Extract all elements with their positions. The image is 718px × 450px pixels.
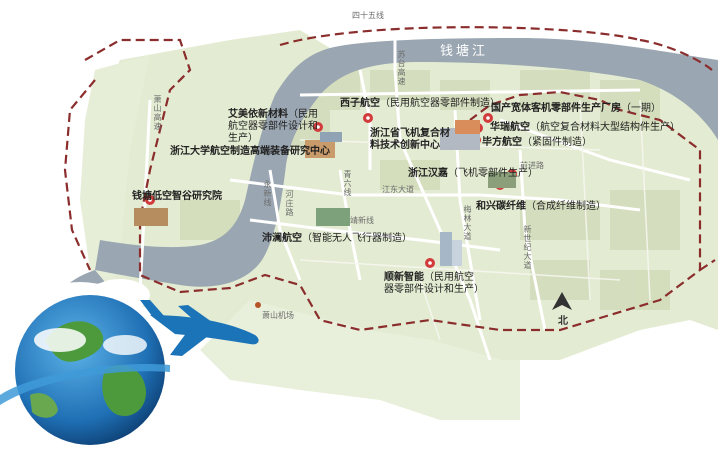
site-name: 浙江汉嘉	[408, 168, 448, 179]
site-label-peilan: 沛澜航空（智能无人飞行器制造）	[262, 233, 412, 245]
site-name: 和兴碳纤维	[476, 201, 526, 212]
site-label-hanjia: 浙江汉嘉（飞机零部件生产）	[408, 168, 538, 180]
road-label: 四十五线	[352, 11, 384, 20]
building-illustrations	[134, 120, 516, 266]
road-label: 新世纪大道	[523, 225, 532, 270]
site-label-zjsheng: 浙江省飞机复合材料技术创新中心	[370, 128, 454, 152]
site-desc: （紧固件制造）	[522, 137, 592, 148]
road-label: 永新线	[263, 180, 272, 207]
road-label: 江东大道	[382, 185, 414, 194]
road-label: 苏台高速	[397, 50, 406, 86]
site-label-shunxin: 顺新智能（民用航空器零部件设计和生产）	[384, 272, 484, 296]
site-desc: （智能无人飞行器制造）	[302, 233, 412, 244]
site-name: 沛澜航空	[262, 233, 302, 244]
site-desc: （民用航空器零部件设计和生产）	[228, 109, 318, 144]
site-name: 华瑞航空	[490, 122, 530, 133]
road-label: 靖新线	[350, 216, 374, 225]
qiantang-river	[95, 38, 718, 287]
site-name: 顺新智能	[384, 272, 424, 283]
site-name: 浙江大学航空制造高端装备研究中心	[170, 146, 330, 157]
north-arrow	[552, 292, 572, 310]
river-label: 钱塘江	[440, 44, 489, 59]
site-label-xizi: 西子航空（民用航空器零部件制造）	[340, 98, 500, 110]
site-name: 西子航空	[340, 98, 380, 109]
site-label-bifang: 毕方航空（紧固件制造）	[482, 137, 592, 149]
land-west	[80, 55, 150, 290]
site-desc: （民用航空器零部件制造）	[380, 98, 500, 109]
site-desc: （合成纤维制造）	[526, 201, 606, 212]
site-name: 浙江省飞机复合材料技术创新中心	[370, 128, 450, 151]
site-label-huarui: 华瑞航空（航空复合材料大型结构件生产）	[490, 122, 680, 134]
district-boundary-west	[63, 79, 96, 271]
site-label-qiantang: 钱塘低空智谷研究院	[132, 191, 222, 203]
site-desc: （航空复合材料大型结构件生产）	[530, 122, 680, 133]
road-label: 萧山高速	[153, 95, 162, 131]
road-label: 河庄路	[285, 190, 294, 217]
airplane-illustration	[140, 300, 259, 356]
site-name: 钱塘低空智谷研究院	[132, 191, 222, 202]
road-label: 梅林大道	[463, 205, 472, 241]
site-name: 毕方航空	[482, 137, 522, 148]
airport-label: 萧山机场	[262, 311, 294, 320]
site-desc: （一期）	[621, 103, 661, 114]
site-desc: （民用航空器零部件设计和生产）	[384, 272, 484, 295]
site-name: 艾美依新材料	[228, 109, 288, 120]
globe-illustration	[0, 295, 170, 445]
road-label: 青六线	[343, 170, 352, 197]
north-label: 北	[558, 316, 568, 327]
site-label-zjdx: 浙江大学航空制造高端装备研究中心	[170, 146, 330, 158]
site-desc: （飞机零部件生产）	[448, 168, 538, 179]
site-label-hexing: 和兴碳纤维（合成纤维制造）	[476, 201, 606, 213]
site-label-aimeiyi: 艾美依新材料（民用航空器零部件设计和生产）	[228, 109, 320, 145]
land-lower	[200, 300, 520, 420]
road-label: 前进路	[520, 161, 544, 170]
site-name: 国产宽体客机零部件生产厂房	[491, 103, 621, 114]
site-label-guochan: 国产宽体客机零部件生产厂房（一期）	[491, 103, 661, 115]
airport-marker	[255, 302, 261, 308]
